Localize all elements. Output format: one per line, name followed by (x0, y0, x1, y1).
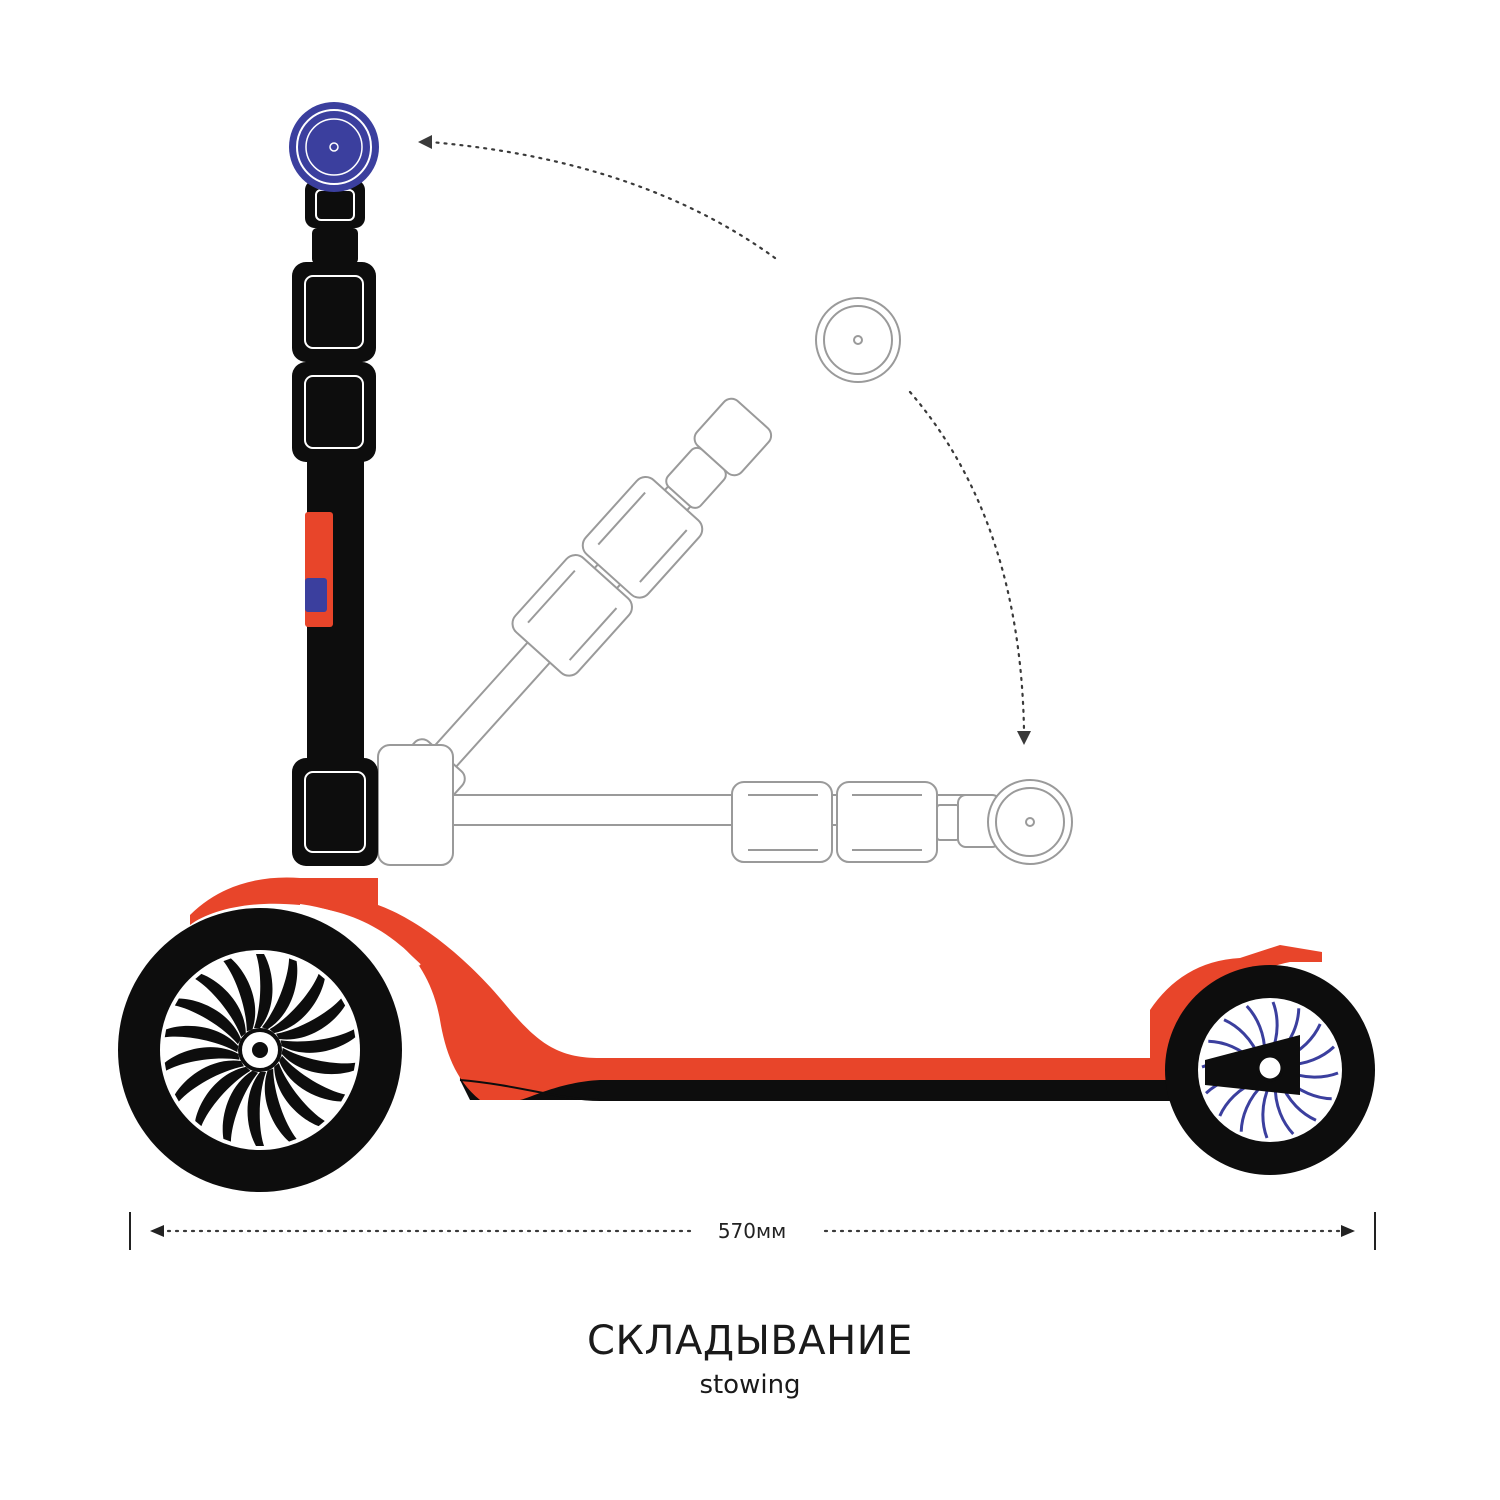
front-spoke (223, 958, 256, 1032)
handlebar-neck (312, 228, 358, 264)
rear-axle-bracket (1205, 1035, 1300, 1095)
rear-wheel (1165, 965, 1375, 1175)
length-label: 570мм (718, 1219, 786, 1243)
grip-end-blue (289, 102, 379, 192)
front-spoke (247, 1072, 266, 1146)
front-spoke (269, 973, 325, 1034)
fold-arc-lower (908, 390, 1026, 732)
handlebar-collar-bottom (292, 758, 378, 866)
front-spoke (264, 1068, 297, 1142)
handlebar-collar-mid (292, 362, 376, 462)
front-spoke (261, 958, 298, 1030)
handlebar-diagonal-ghost (384, 397, 773, 820)
fold-arc-upper (428, 140, 777, 260)
scooter-deck (190, 877, 1322, 1101)
front-spoke (164, 1025, 239, 1053)
front-wheel (118, 908, 402, 1192)
front-spoke (281, 1047, 356, 1075)
front-spoke (174, 998, 241, 1045)
front-spoke (279, 1055, 346, 1102)
front-spoke (195, 1066, 251, 1127)
handlebar-horizontal-ghost (377, 744, 1001, 866)
handlebar-collar-top (292, 262, 376, 362)
length-dimension: 570мм (129, 1212, 1376, 1250)
handlebar-cap (305, 180, 365, 228)
front-spoke (274, 1062, 325, 1127)
front-spoke (254, 954, 273, 1028)
grip-horizontal-ghost (987, 779, 1073, 865)
front-spoke (280, 1029, 356, 1053)
front-spoke (174, 1060, 244, 1102)
diagram-title: СКЛАДЫВАНИЕ (587, 1318, 913, 1364)
arrowhead-upper-icon (418, 135, 432, 149)
front-spoke (276, 998, 346, 1040)
fold-motion-arrows (418, 135, 1031, 745)
diagram-subtitle: stowing (699, 1370, 801, 1400)
grip-diagonal-ghost (815, 297, 901, 383)
front-spoke (222, 1070, 259, 1142)
deck-front-accent (299, 904, 421, 966)
front-spoke (195, 973, 246, 1038)
deck-body (190, 877, 1322, 1100)
front-spoke (164, 1047, 240, 1071)
handlebar-upright (292, 180, 378, 866)
arrowhead-lower-icon (1017, 731, 1031, 745)
